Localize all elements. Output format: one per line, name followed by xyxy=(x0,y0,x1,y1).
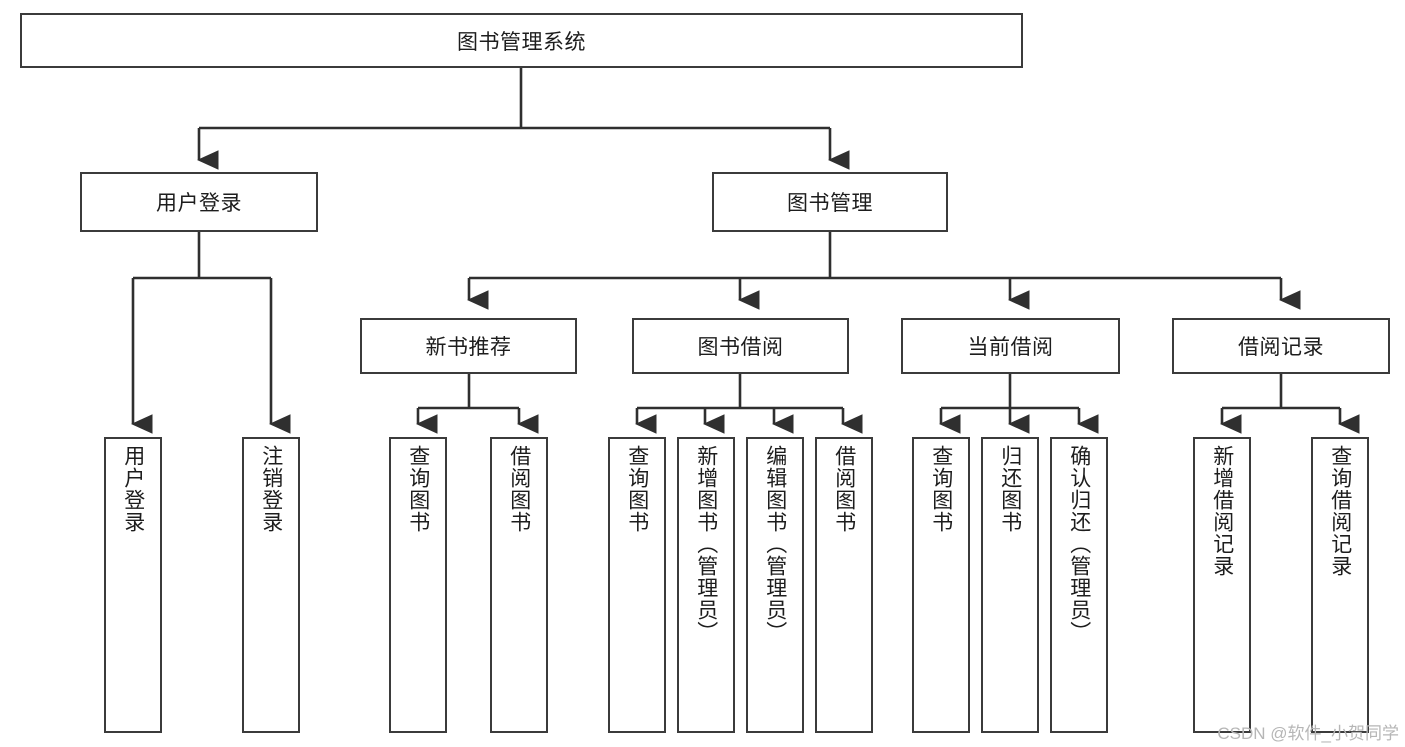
leaf-new-book-borrow-book[interactable]: 借阅图书 xyxy=(490,437,548,733)
node-label: 新增图书（管理员） xyxy=(694,445,718,643)
node-label: 确认归还（管理员） xyxy=(1067,445,1091,643)
leaf-borrow-record-add-record[interactable]: 新增借阅记录 xyxy=(1193,437,1251,733)
node-current-borrow[interactable]: 当前借阅 xyxy=(901,318,1120,374)
node-label: 新增借阅记录 xyxy=(1210,445,1234,577)
leaf-current-borrow-query-book[interactable]: 查询图书 xyxy=(912,437,970,733)
node-root-book-management-system[interactable]: 图书管理系统 xyxy=(20,13,1023,68)
node-label: 借阅图书 xyxy=(507,445,531,533)
node-label: 借阅记录 xyxy=(1238,336,1324,359)
leaf-book-borrow-edit-book-admin[interactable]: 编辑图书（管理员） xyxy=(746,437,804,733)
node-label: 新书推荐 xyxy=(425,336,512,359)
node-label: 查询图书 xyxy=(929,445,953,533)
watermark: CSDN @软件_小贺同学 xyxy=(1217,724,1399,743)
leaf-book-borrow-query-book[interactable]: 查询图书 xyxy=(608,437,666,733)
node-label: 图书管理系统 xyxy=(457,30,586,54)
node-label: 用户登录 xyxy=(156,192,242,215)
leaf-borrow-record-query-record[interactable]: 查询借阅记录 xyxy=(1311,437,1369,733)
node-label: 查询图书 xyxy=(625,445,649,533)
leaf-book-borrow-add-book-admin[interactable]: 新增图书（管理员） xyxy=(677,437,735,733)
leaf-current-borrow-confirm-return-admin[interactable]: 确认归还（管理员） xyxy=(1050,437,1108,733)
node-borrow-record[interactable]: 借阅记录 xyxy=(1172,318,1390,374)
node-book-management[interactable]: 图书管理 xyxy=(712,172,948,232)
node-label: 编辑图书（管理员） xyxy=(763,445,787,643)
leaf-user-login-login[interactable]: 用户登录 xyxy=(104,437,162,733)
node-label: 借阅图书 xyxy=(832,445,856,533)
node-label: 归还图书 xyxy=(998,445,1022,533)
node-book-borrow[interactable]: 图书借阅 xyxy=(632,318,849,374)
leaf-user-login-logout[interactable]: 注销登录 xyxy=(242,437,300,733)
node-label: 当前借阅 xyxy=(967,336,1054,359)
leaf-book-borrow-borrow-book[interactable]: 借阅图书 xyxy=(815,437,873,733)
node-label: 用户登录 xyxy=(121,445,145,533)
node-label: 查询借阅记录 xyxy=(1328,445,1352,577)
node-label: 注销登录 xyxy=(259,445,283,533)
leaf-new-book-query-book[interactable]: 查询图书 xyxy=(389,437,447,733)
leaf-current-borrow-return-book[interactable]: 归还图书 xyxy=(981,437,1039,733)
node-label: 图书借阅 xyxy=(697,336,784,359)
node-new-book-recommendation[interactable]: 新书推荐 xyxy=(360,318,577,374)
node-user-login[interactable]: 用户登录 xyxy=(80,172,318,232)
node-label: 图书管理 xyxy=(787,192,873,215)
node-label: 查询图书 xyxy=(406,445,430,533)
